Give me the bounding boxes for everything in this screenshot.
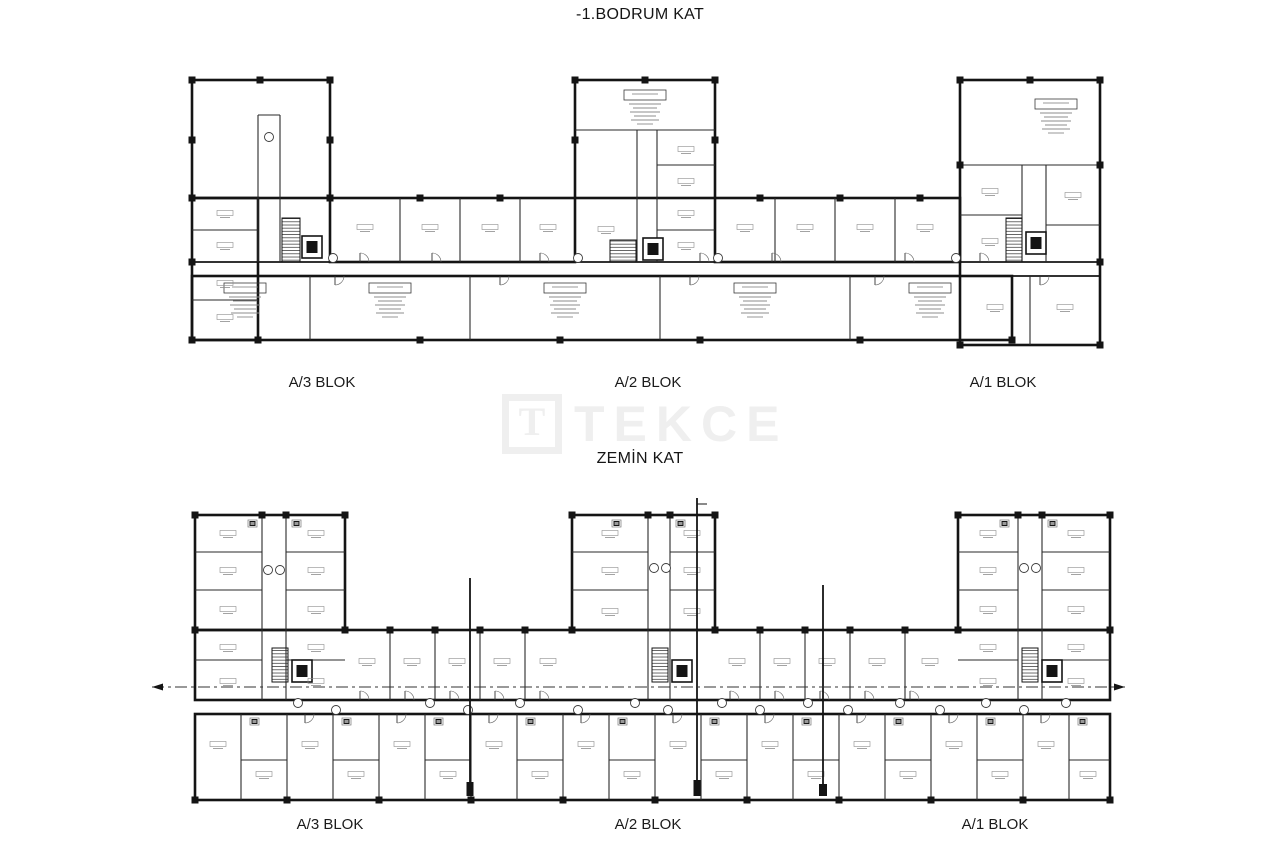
tekce-logo-icon: T	[502, 394, 562, 454]
basement-block-label-a3: A/3 BLOK	[288, 374, 356, 391]
ground-block-label-a3: A/3 BLOK	[296, 816, 364, 833]
basement-block-label-a1: A/1 BLOK	[969, 374, 1037, 391]
ground-plan	[191, 511, 1114, 804]
basement-plan-title: -1.BODRUM KAT	[575, 6, 705, 23]
ground-block-label-a2: A/2 BLOK	[614, 816, 682, 833]
basement-block-label-a2: A/2 BLOK	[614, 374, 682, 391]
center-axis-line	[152, 683, 1125, 691]
section-lines	[466, 498, 827, 796]
watermark-text: TEKCE	[574, 396, 789, 452]
basement-plan	[188, 76, 1104, 349]
ground-block-label-a1: A/1 BLOK	[961, 816, 1029, 833]
watermark: T TEKCE	[502, 394, 788, 454]
tekce-logo-letter: T	[518, 399, 546, 444]
ground-plan-title: ZEMİN KAT	[596, 450, 684, 467]
